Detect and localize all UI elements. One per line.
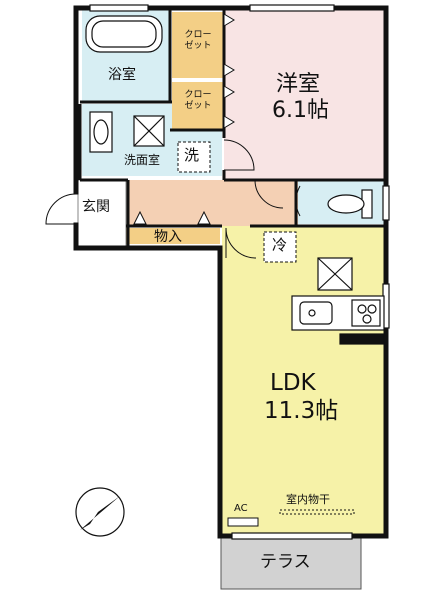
- western-room-label: 洋室: [276, 72, 321, 97]
- washbasin-icon: [89, 111, 165, 153]
- ldk-area: [222, 226, 386, 536]
- closet-lower: [172, 82, 224, 130]
- toilet-icon: [327, 189, 373, 219]
- washer-symbol: 洗: [184, 146, 200, 164]
- ldk-label: LDK: [270, 370, 316, 396]
- kitchen-counter: [291, 257, 385, 345]
- storage-label: 物入: [154, 229, 182, 245]
- doors: [45, 139, 301, 259]
- washroom-label: 洗面室: [124, 153, 161, 167]
- fridge-space: [263, 231, 297, 263]
- sliding-door-marks: [133, 13, 235, 225]
- north-arrow-icon: [75, 487, 125, 537]
- indoor-drying-rail: [279, 509, 355, 515]
- closet-upper-label: クローゼット: [184, 30, 212, 51]
- terrace: [220, 536, 362, 590]
- aircon-unit: [227, 517, 259, 527]
- fridge-symbol: 冷: [272, 236, 288, 254]
- washer-space: [177, 141, 211, 173]
- inner-walls: [78, 10, 386, 248]
- windows: [89, 4, 390, 540]
- walls: [73, 5, 389, 539]
- entrance-label: 玄関: [82, 199, 110, 215]
- bathroom-label: 浴室: [108, 67, 136, 83]
- terrace-label: テラス: [260, 552, 311, 572]
- entrance-area: [77, 179, 127, 247]
- hallway-area: [128, 180, 298, 226]
- closet-lower-label: クローゼット: [184, 90, 212, 111]
- western-room-size: 6.1帖: [272, 98, 329, 123]
- indoor-drying-label: 室内物干: [286, 493, 330, 506]
- storage-area: [126, 228, 220, 244]
- closet-upper: [172, 12, 224, 78]
- ldk-size: 11.3帖: [264, 398, 339, 424]
- bathtub-icon: [85, 15, 163, 53]
- aircon-label: AC: [234, 503, 248, 514]
- western-room-area: [224, 8, 386, 180]
